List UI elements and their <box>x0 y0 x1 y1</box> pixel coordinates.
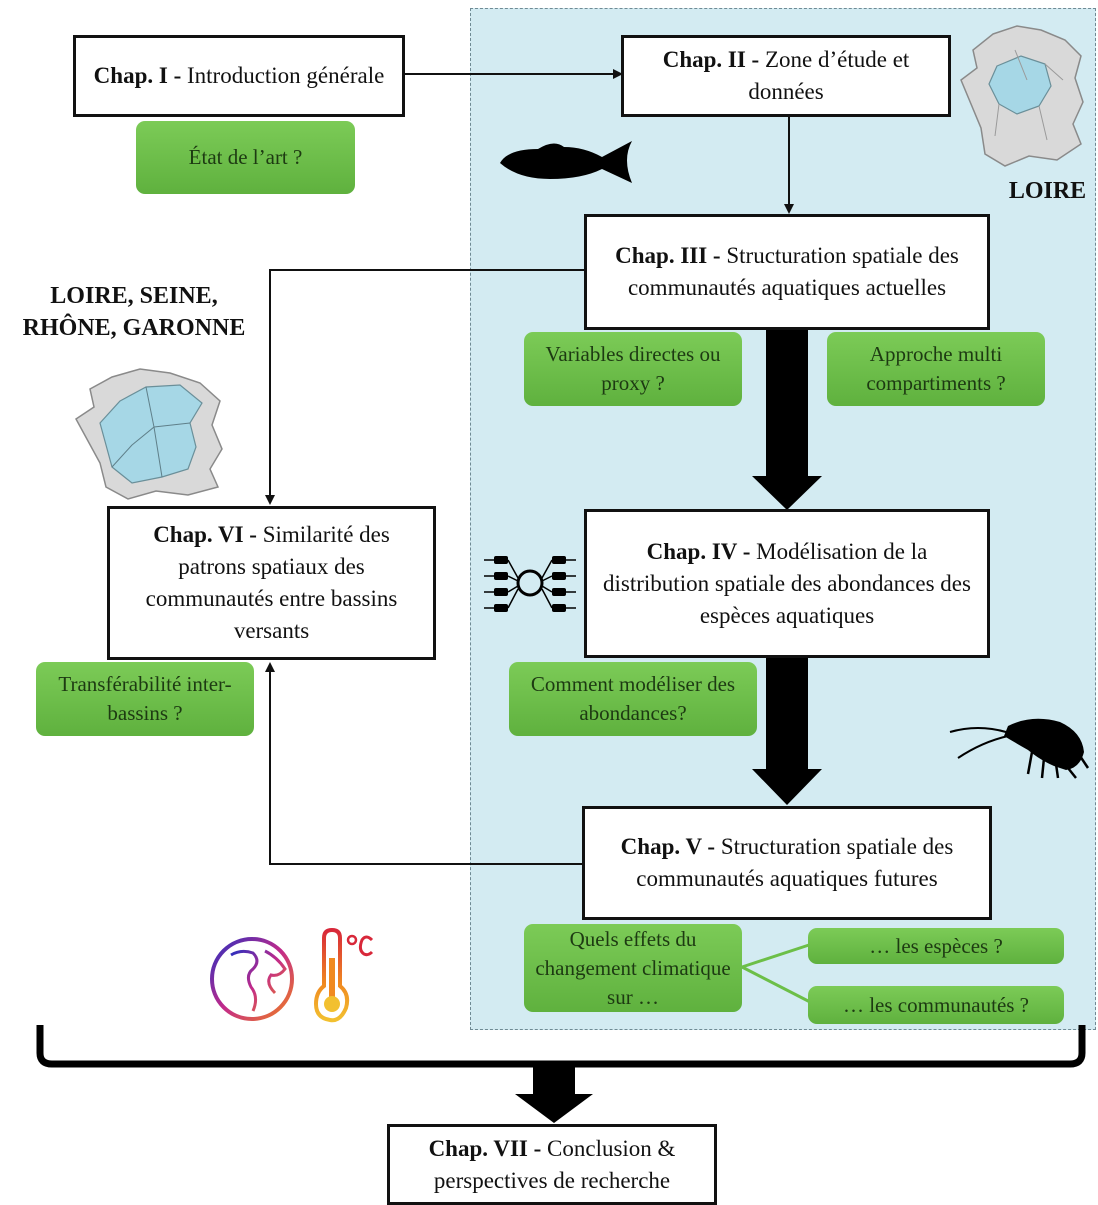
question-transferability: Transférabilité inter-bassins ? <box>36 662 254 736</box>
france-map-basins-icon <box>75 368 223 500</box>
question-multi-compartments: Approche multi compartiments ? <box>827 332 1045 406</box>
thick-arrow-ch4-ch5 <box>752 657 822 805</box>
arrow-ch5-ch6 <box>265 662 584 865</box>
chapter-6-box: Chap. VI - Similarité des patrons spatia… <box>107 506 436 660</box>
question-climate-effects: Quels effets du changement climatique su… <box>524 924 742 1012</box>
question-variables: Variables directes ou proxy ? <box>524 332 742 406</box>
neural-network-icon <box>484 556 576 612</box>
chapter-4-box: Chap. IV - Modélisation de la distributi… <box>584 509 990 658</box>
thick-arrow-ch3-ch4 <box>752 328 822 510</box>
question-model-abundance: Comment modéliser des abondances? <box>509 662 757 736</box>
question-species: … les espèces ? <box>808 928 1064 964</box>
chapter-5-box: Chap. V - Structuration spatiale des com… <box>582 806 992 920</box>
chapter-3-box: Chap. III - Structuration spatiale des c… <box>584 214 990 330</box>
question-state-of-art: État de l’art ? <box>136 121 355 194</box>
loire-label: LOIRE <box>1008 178 1087 204</box>
question-communities: … les communautés ? <box>808 986 1064 1024</box>
basins-label: LOIRE, SEINE, RHÔNE, GARONNE <box>22 283 246 341</box>
arrow-ch3-ch6 <box>265 269 586 505</box>
chapter-2-box: Chap. II - Zone d’étude et données <box>621 35 951 117</box>
chapter-1-box: Chap. I - Introduction générale <box>73 35 405 117</box>
fish-icon <box>500 141 632 183</box>
globe-icon <box>210 937 294 1021</box>
chapter-7-box: Chap. VII - Conclusion & perspectives de… <box>387 1124 717 1205</box>
thick-arrow-to-ch7 <box>515 1064 593 1123</box>
synthesis-bracket <box>36 1025 1086 1068</box>
amphipod-icon <box>949 718 1090 779</box>
thermometer-icon <box>313 928 374 1023</box>
france-map-loire-icon <box>960 25 1084 167</box>
